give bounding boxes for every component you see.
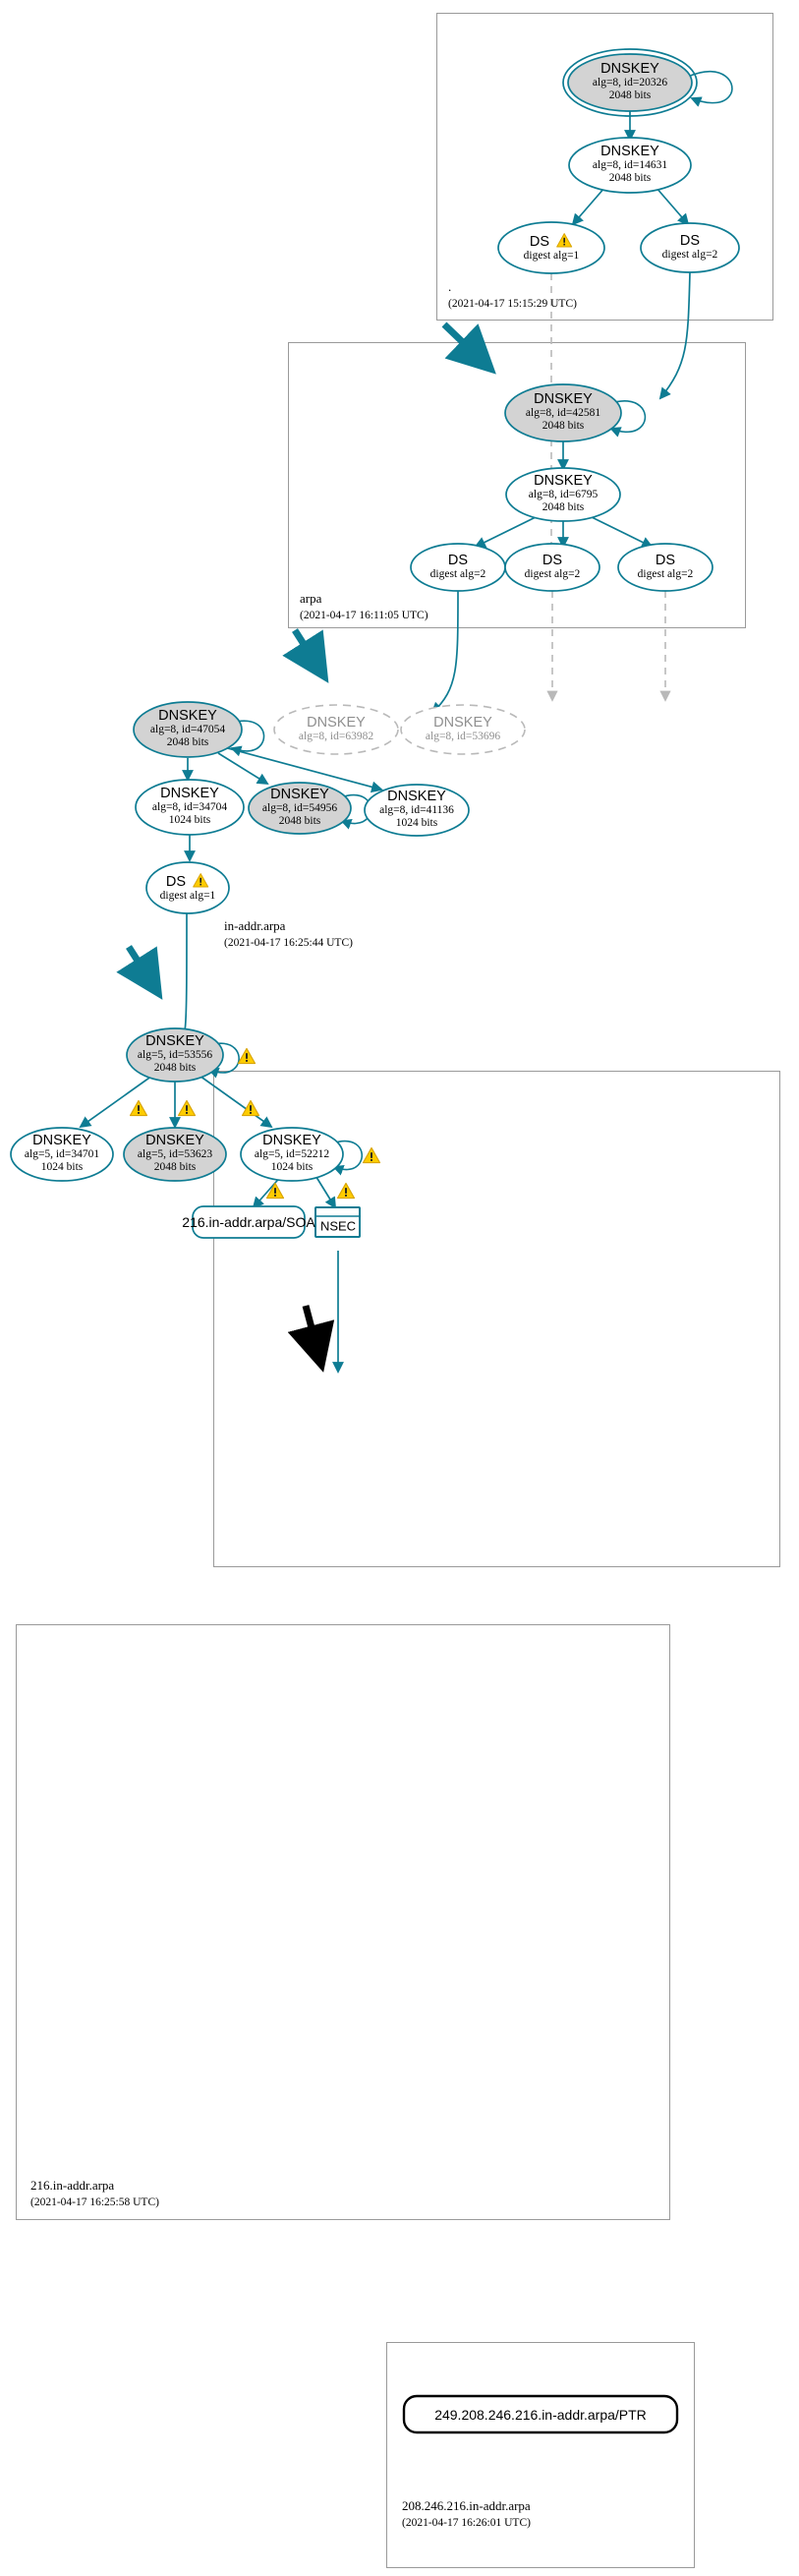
zone-box-arpa [288, 342, 746, 628]
zone-label-in-addr-arpa-time: (2021-04-17 16:25:44 UTC) [224, 937, 353, 949]
warning-triangle-icon-52212 [362, 1146, 381, 1164]
zone-label-root-time: (2021-04-17 15:15:29 UTC) [448, 298, 577, 310]
warning-triangle-icon-edge-soa [265, 1182, 285, 1200]
zone-label-in-addr-arpa-name: in-addr.arpa [224, 918, 286, 933]
zone-label-208-246-216-time: (2021-04-17 16:26:01 UTC) [402, 2517, 531, 2529]
warning-triangle-icon-edge-52212 [241, 1099, 260, 1117]
zone-box-in-addr-arpa-frame [213, 1071, 780, 1567]
zone-label-216-name: 216.in-addr.arpa [30, 2178, 115, 2193]
zone-box-root [436, 13, 773, 321]
warning-triangle-icon-edge-34701 [129, 1099, 148, 1117]
rrset-ptr-249-208-246-216[interactable]: 249.208.246.216.in-addr.arpa/PTR [434, 2407, 647, 2423]
zone-label-arpa-time: (2021-04-17 16:11:05 UTC) [300, 610, 428, 621]
warning-triangle-icon-53556 [237, 1047, 257, 1065]
rrset-nsec[interactable]: NSEC [319, 1218, 357, 1234]
warning-triangle-icon-edge-53623 [177, 1099, 197, 1117]
zone-label-root-name: . [448, 279, 452, 294]
rrset-216-in-addr-arpa-soa[interactable]: 216.in-addr.arpa/SOA [182, 1214, 315, 1230]
zone-box-216-in-addr-arpa [16, 1624, 670, 2220]
zone-box-208-246-216-in-addr-arpa [386, 2342, 695, 2568]
warning-triangle-icon-edge-nsec [336, 1182, 356, 1200]
zone-label-208-246-216-name: 208.246.216.in-addr.arpa [402, 2498, 531, 2513]
zone-label-arpa-name: arpa [300, 591, 322, 606]
zone-label-216-time: (2021-04-17 16:25:58 UTC) [30, 2196, 159, 2208]
